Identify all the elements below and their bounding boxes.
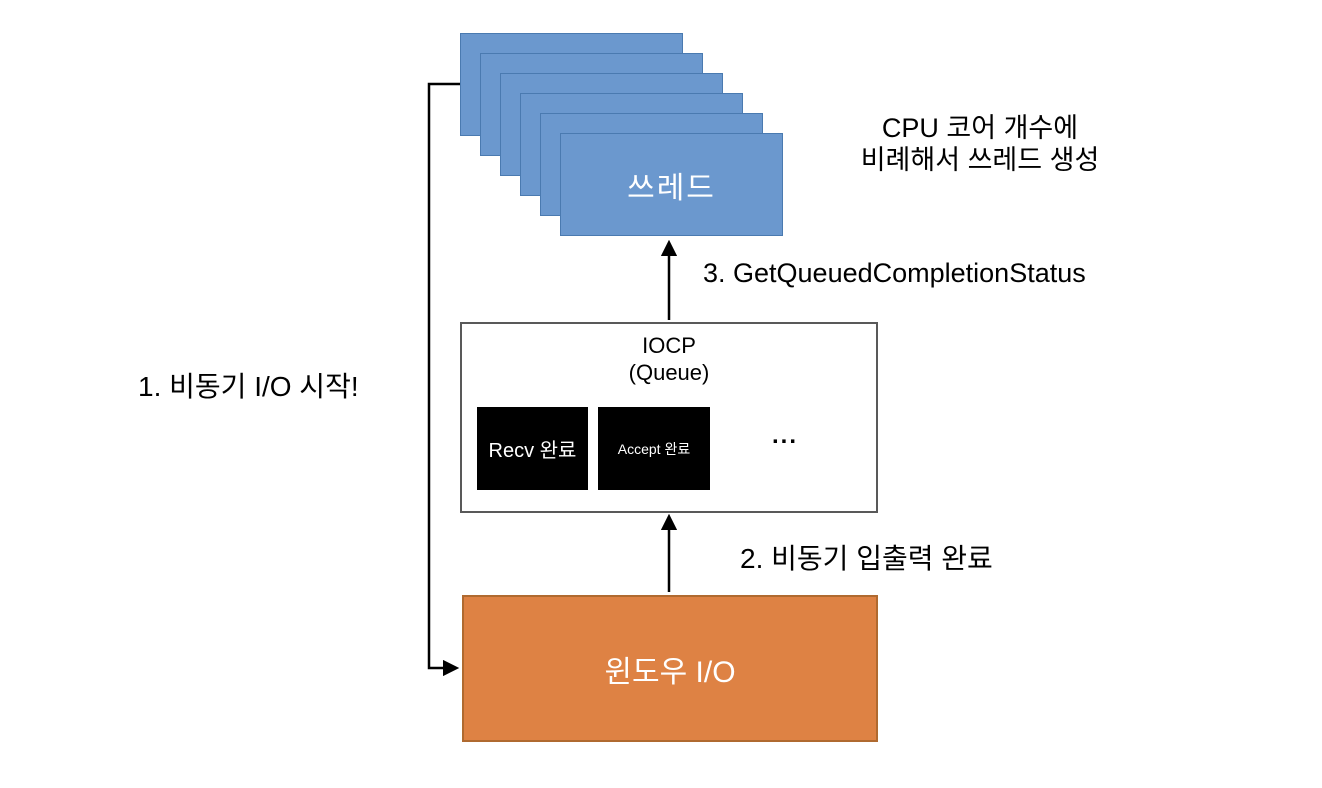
windows-io-label: 윈도우 I/O bbox=[604, 655, 736, 689]
step3-label: 3. GetQueuedCompletionStatus bbox=[703, 258, 1086, 288]
iocp-title: IOCP bbox=[642, 333, 696, 358]
iocp-subtitle: (Queue) bbox=[628, 360, 710, 385]
elbow-connector-step1 bbox=[427, 82, 460, 677]
queue-item-accept-label: Accept 완료 bbox=[617, 440, 691, 457]
cpu-core-note: CPU 코어 개수에 비례해서 쓰레드 생성 bbox=[800, 112, 1160, 176]
queue-ellipsis: ... bbox=[772, 422, 799, 449]
queue-item-recv-label: Recv 완료 bbox=[488, 440, 577, 462]
cpu-core-note-line2: 비례해서 쓰레드 생성 bbox=[860, 145, 1100, 175]
queue-item-recv-complete: Recv 완료 bbox=[477, 407, 588, 490]
thread-label: 쓰레드 bbox=[627, 171, 716, 205]
thread-box-front: 쓰레드 bbox=[560, 133, 783, 236]
step1-label: 1. 비동기 I/O 시작! bbox=[138, 371, 359, 402]
windows-io-box: 윈도우 I/O bbox=[462, 595, 878, 742]
cpu-core-note-line1: CPU 코어 개수에 bbox=[881, 113, 1079, 143]
queue-item-accept-complete: Accept 완료 bbox=[598, 407, 710, 490]
iocp-queue-box: IOCP (Queue) Recv 완료 Accept 완료 ... bbox=[460, 322, 878, 513]
step2-label: 2. 비동기 입출력 완료 bbox=[740, 543, 993, 574]
